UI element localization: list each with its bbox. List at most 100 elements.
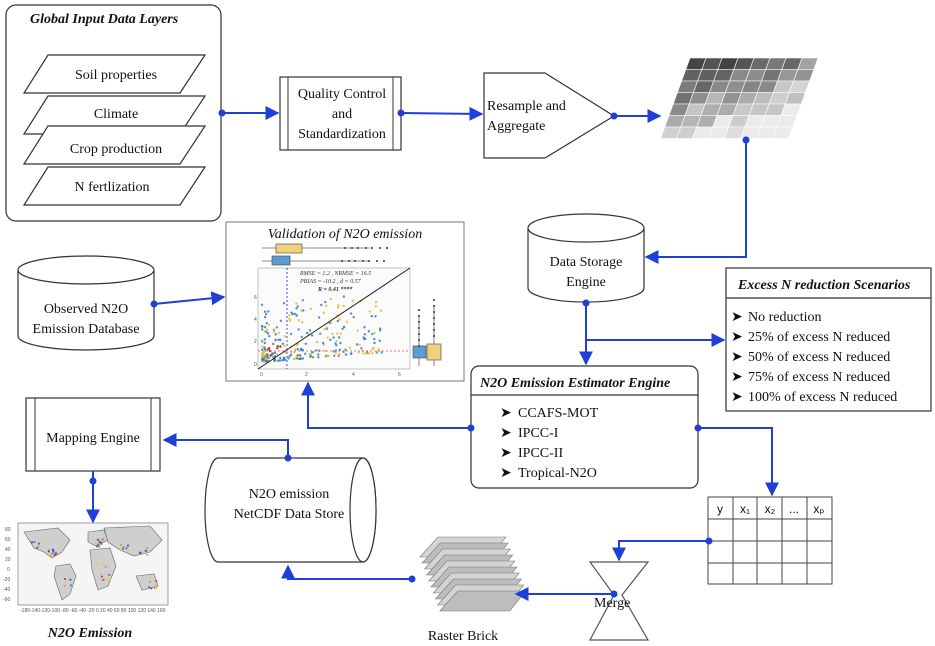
scatter-point (317, 316, 321, 319)
scatter-point (337, 336, 341, 339)
design-matrix-table: y x₁ x₂ ... xₚ (707, 496, 833, 585)
outlier-point (365, 247, 367, 249)
scatter-point (266, 354, 269, 357)
map-cell (100, 573, 102, 576)
scatter-point (297, 328, 300, 331)
map-cell (96, 538, 99, 541)
scatter-point (288, 314, 291, 317)
scatter-point (279, 338, 282, 342)
top-boxplots (262, 243, 388, 266)
scatter-point (337, 304, 340, 307)
scatter-point (283, 335, 287, 338)
map-cell (101, 539, 104, 541)
svg-text:PBIAS = -10.2 , d = 0.57: PBIAS = -10.2 , d = 0.57 (299, 279, 362, 285)
scatter-point (373, 341, 376, 345)
scatter-point (308, 329, 312, 332)
svg-text:IPCC-I: IPCC-I (518, 426, 559, 441)
scatter-point (349, 352, 353, 355)
scatter-point (332, 336, 335, 339)
map-cell (122, 547, 124, 550)
scatter-point (325, 304, 328, 307)
scatter-point (263, 347, 266, 351)
data-storage-cylinder: Data Storage Engine (527, 213, 645, 303)
scatter-point (338, 348, 342, 351)
map-cell (98, 545, 101, 548)
map-cell (95, 541, 97, 544)
scatter-point (294, 348, 297, 351)
arrowhead-bullet: ➤ (731, 370, 743, 385)
svg-text:40: 40 (5, 547, 11, 553)
scatter-point (324, 355, 327, 358)
layer-crop: Crop production (22, 125, 207, 165)
scatter-point (276, 346, 279, 350)
map-cell (145, 549, 148, 552)
svg-text:CCAFS-MOT: CCAFS-MOT (518, 406, 599, 421)
scatter-point (265, 328, 269, 331)
svg-text:Soil properties: Soil properties (75, 68, 157, 83)
scatter-point (371, 332, 374, 336)
map-cell (127, 544, 129, 547)
mapping-engine-box: Mapping Engine (25, 397, 161, 472)
svg-text:Observed N2O: Observed N2O (44, 302, 128, 317)
scatter-point (355, 343, 359, 346)
land-shape (53, 563, 77, 601)
scatter-point (336, 332, 339, 335)
scatter-point (360, 347, 363, 350)
grid-cell (772, 126, 794, 139)
scatter-point (335, 340, 338, 343)
map-cell (101, 575, 103, 578)
scatter-point (338, 318, 342, 321)
svg-text:2: 2 (305, 372, 308, 378)
map-cell (101, 562, 104, 565)
scatter-point (345, 320, 349, 323)
quality-control-box: Quality Control and Standardization (279, 76, 402, 151)
svg-text:x₂: x₂ (765, 502, 776, 516)
scatter-point (278, 359, 282, 362)
svg-text:60: 60 (5, 537, 11, 543)
svg-text:Data Storage: Data Storage (550, 255, 623, 270)
axis-ticks: 6 4 2 0 0 2 4 6 (254, 295, 401, 378)
map-cell (96, 564, 98, 567)
scatter-point (374, 304, 378, 308)
svg-text:RMSE = 1.2 , NRMSE = 16.5: RMSE = 1.2 , NRMSE = 16.5 (299, 271, 371, 277)
scatter-point (301, 321, 304, 324)
scatter-point (334, 351, 337, 354)
outlier-point (354, 260, 356, 262)
map-cell (139, 551, 142, 554)
scatter-point (296, 305, 299, 308)
scatter-point (289, 353, 293, 357)
scatter-point (304, 352, 307, 355)
scatter-point (263, 338, 266, 341)
land-shape (135, 573, 159, 591)
estimator-panel: N2O Emission Estimator Engine ➤CCAFS-MOT… (470, 365, 699, 489)
arrowhead-bullet: ➤ (731, 330, 743, 345)
scatter-point (342, 325, 346, 329)
outlier-point (433, 311, 435, 313)
connector-grid-to-storage (644, 140, 747, 264)
map-y-ticks: 80 60 40 20 0 -20 -40 -60 (3, 527, 11, 603)
scatter-point (279, 345, 282, 348)
map-cell (146, 546, 148, 549)
scatter-point (289, 332, 293, 336)
map-cell (150, 587, 153, 590)
map-cell (52, 550, 55, 552)
svg-text:Standardization: Standardization (298, 127, 386, 142)
validation-plot: Validation of N2O emission RMSE = 1.2 , … (225, 221, 465, 382)
connector-brick-to-netcdf (281, 564, 412, 580)
scatter-point (339, 332, 343, 335)
outlier-point (433, 317, 435, 319)
svg-text:Quality Control: Quality Control (298, 87, 386, 102)
scatter-point (300, 309, 303, 312)
svg-text:No reduction: No reduction (748, 310, 821, 325)
svg-text:x₁: x₁ (740, 502, 750, 516)
scatter-point (351, 299, 354, 302)
arrowhead-bullet: ➤ (500, 446, 512, 461)
outlier-point (344, 247, 346, 249)
scatter-point (263, 325, 267, 329)
connectors (86, 106, 779, 601)
outlier-point (418, 315, 420, 317)
svg-text:-60: -60 (3, 597, 10, 603)
raster-brick-label: Raster Brick (428, 629, 498, 644)
arrowhead-bullet: ➤ (500, 406, 512, 421)
